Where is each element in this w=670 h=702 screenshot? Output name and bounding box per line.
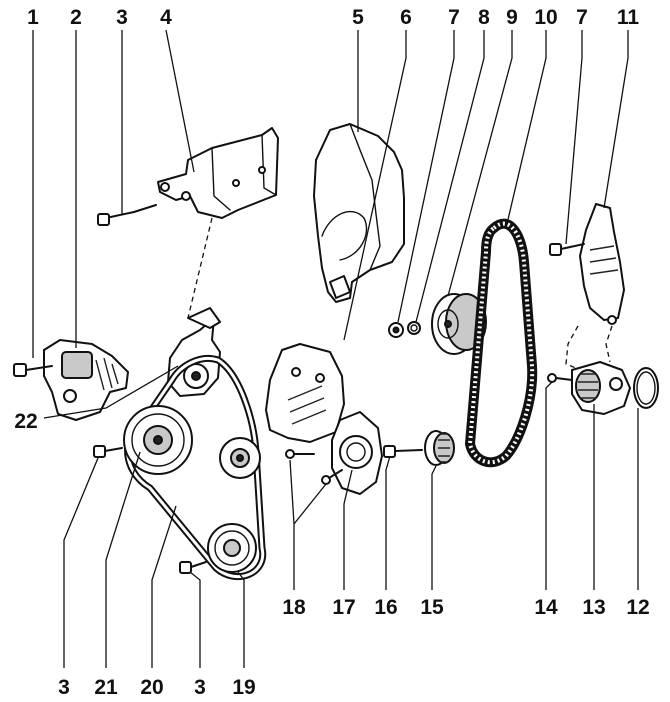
callout-9: 9 [506,6,518,29]
water-pump-pulley-lower [207,523,257,573]
callout-18: 18 [282,596,306,619]
callout-11: 11 [617,6,640,29]
crankshaft-sprocket [424,430,455,466]
callout-5: 5 [352,6,364,29]
callout-12: 12 [626,596,649,619]
callout-19: 19 [232,676,255,699]
timing-belt [465,218,538,468]
bracket-part [157,127,279,219]
callout-1: 1 [27,6,39,29]
water-pump [571,361,631,415]
bolt-16 [383,445,423,458]
callout-21: 21 [94,676,118,699]
timing-cover-upper [313,123,405,303]
callout-numbers-top: 1 2 3 4 5 6 7 8 9 10 7 11 [27,6,639,29]
callout-20: 20 [140,676,163,699]
bolt-14 [547,373,573,383]
leader-lines [32,29,639,668]
callout-7: 7 [448,6,460,29]
tensioner [167,307,221,397]
callout-16: 16 [374,596,397,619]
bolt-pulley-lower [179,561,207,574]
assembly-line-cover [565,325,591,375]
bolt-1 [13,363,53,377]
callout-7-right: 7 [576,6,588,29]
assembly-line-bracket [187,217,213,319]
alternator-bracket [43,339,129,421]
bolt-7-right [549,243,585,256]
callout-4: 4 [160,6,172,29]
callout-13: 13 [582,596,605,619]
washer-8 [407,321,421,335]
washer-7 [388,322,404,338]
accessory-belt [124,355,267,581]
rear-timing-cover-right [579,203,625,325]
callout-10: 10 [534,6,557,29]
idler-pulley [219,437,261,479]
callout-8: 8 [478,6,490,29]
rear-cover-plate [331,411,383,495]
bolt-pulley-upper [93,445,123,458]
assembly-line-pump [605,325,613,363]
crankshaft-pulley [123,405,193,475]
callout-15: 15 [420,596,444,619]
callout-2: 2 [70,6,82,29]
callout-6: 6 [400,6,412,29]
bolt-top [97,204,157,226]
callout-17: 17 [332,596,355,619]
callout-numbers-bottom: 3 21 20 3 19 18 17 16 15 14 13 12 [58,596,650,699]
callout-14: 14 [534,596,558,619]
callout-3: 3 [116,6,128,29]
callout-22: 22 [14,410,37,433]
timing-cover-lower [265,343,345,443]
callout-3-bottom-mid: 3 [194,676,206,699]
o-ring [633,367,659,409]
callout-3-bottom-left: 3 [58,676,70,699]
